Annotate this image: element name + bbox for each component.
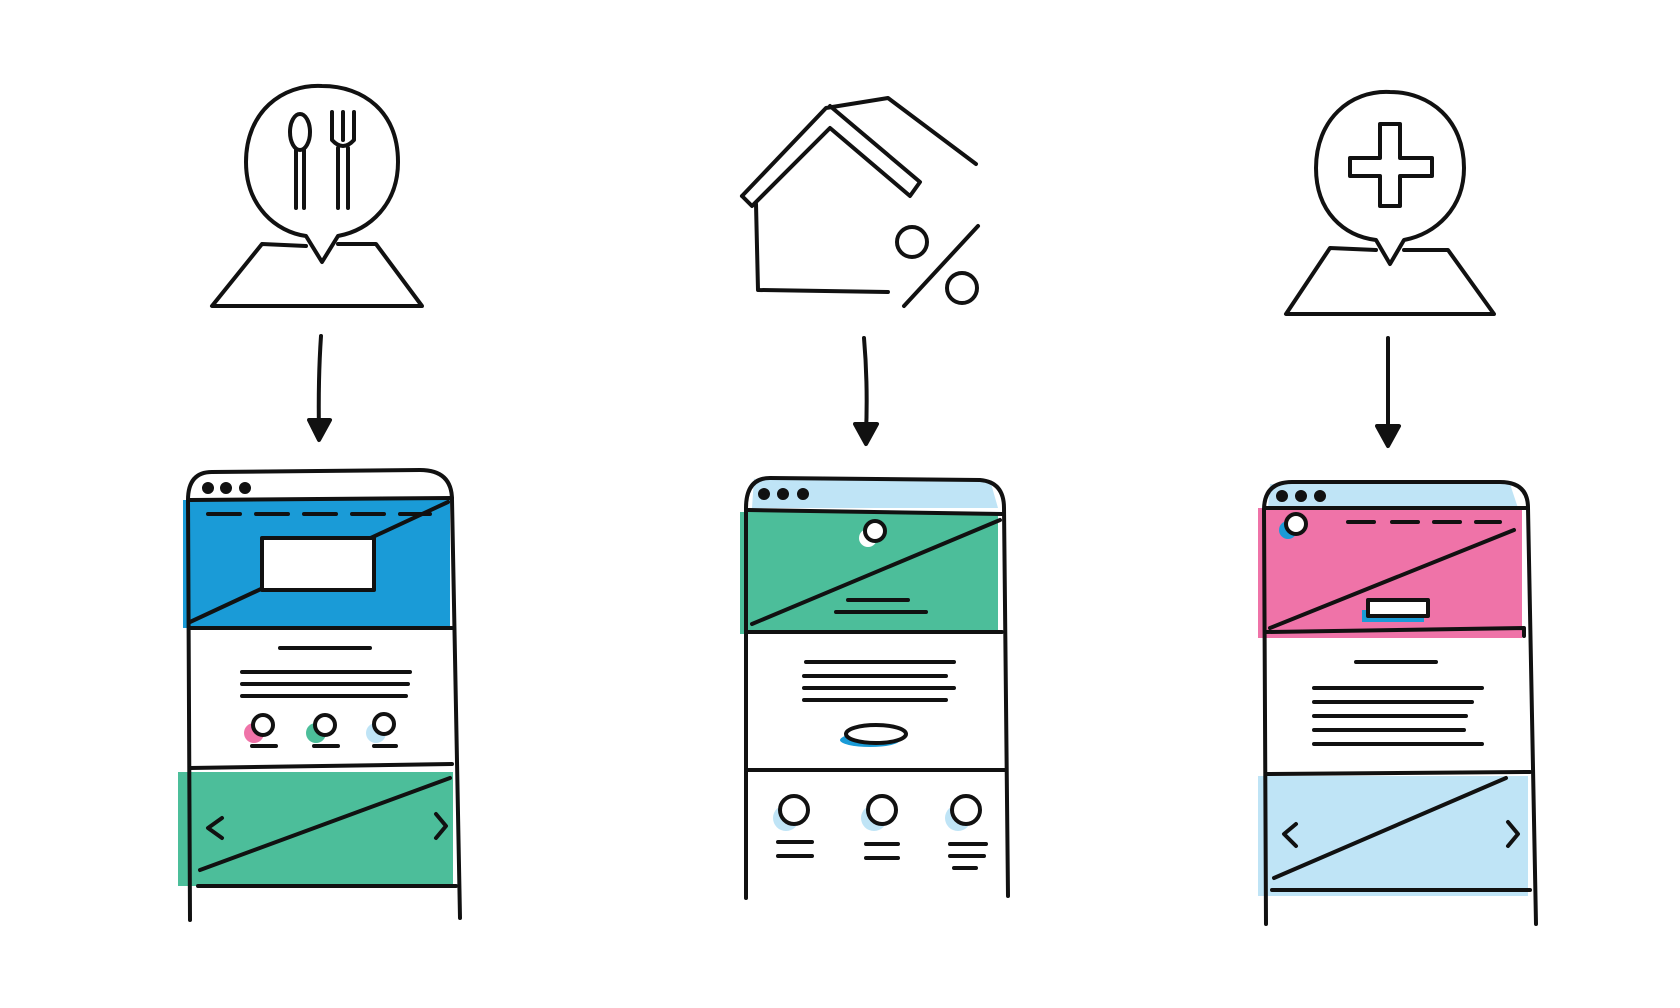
down-arrow-icon — [855, 338, 877, 444]
hero-image-box — [262, 538, 374, 590]
window-dot — [222, 484, 230, 492]
slider-light-blue-block — [1258, 776, 1528, 896]
window-dot — [204, 484, 212, 492]
real-estate-website-wireframe — [740, 478, 1008, 898]
window-dot — [799, 490, 807, 498]
column-medical — [1258, 92, 1536, 924]
window-dot — [760, 490, 768, 498]
medical-website-wireframe — [1258, 482, 1536, 924]
restaurant-website-wireframe — [178, 470, 460, 920]
restaurant-person-icon — [212, 86, 422, 306]
window-dot — [1278, 492, 1286, 500]
column-real-estate — [740, 98, 1008, 898]
down-arrow-icon — [1377, 338, 1399, 446]
window-dot — [1297, 492, 1305, 500]
window-dot — [241, 484, 249, 492]
medical-person-icon — [1286, 92, 1494, 314]
column-restaurant — [178, 86, 460, 920]
down-arrow-icon — [309, 336, 330, 440]
window-dot — [779, 490, 787, 498]
window-dot — [1316, 492, 1324, 500]
house-percent-icon — [742, 98, 978, 306]
hero-cta-box — [1368, 600, 1428, 616]
